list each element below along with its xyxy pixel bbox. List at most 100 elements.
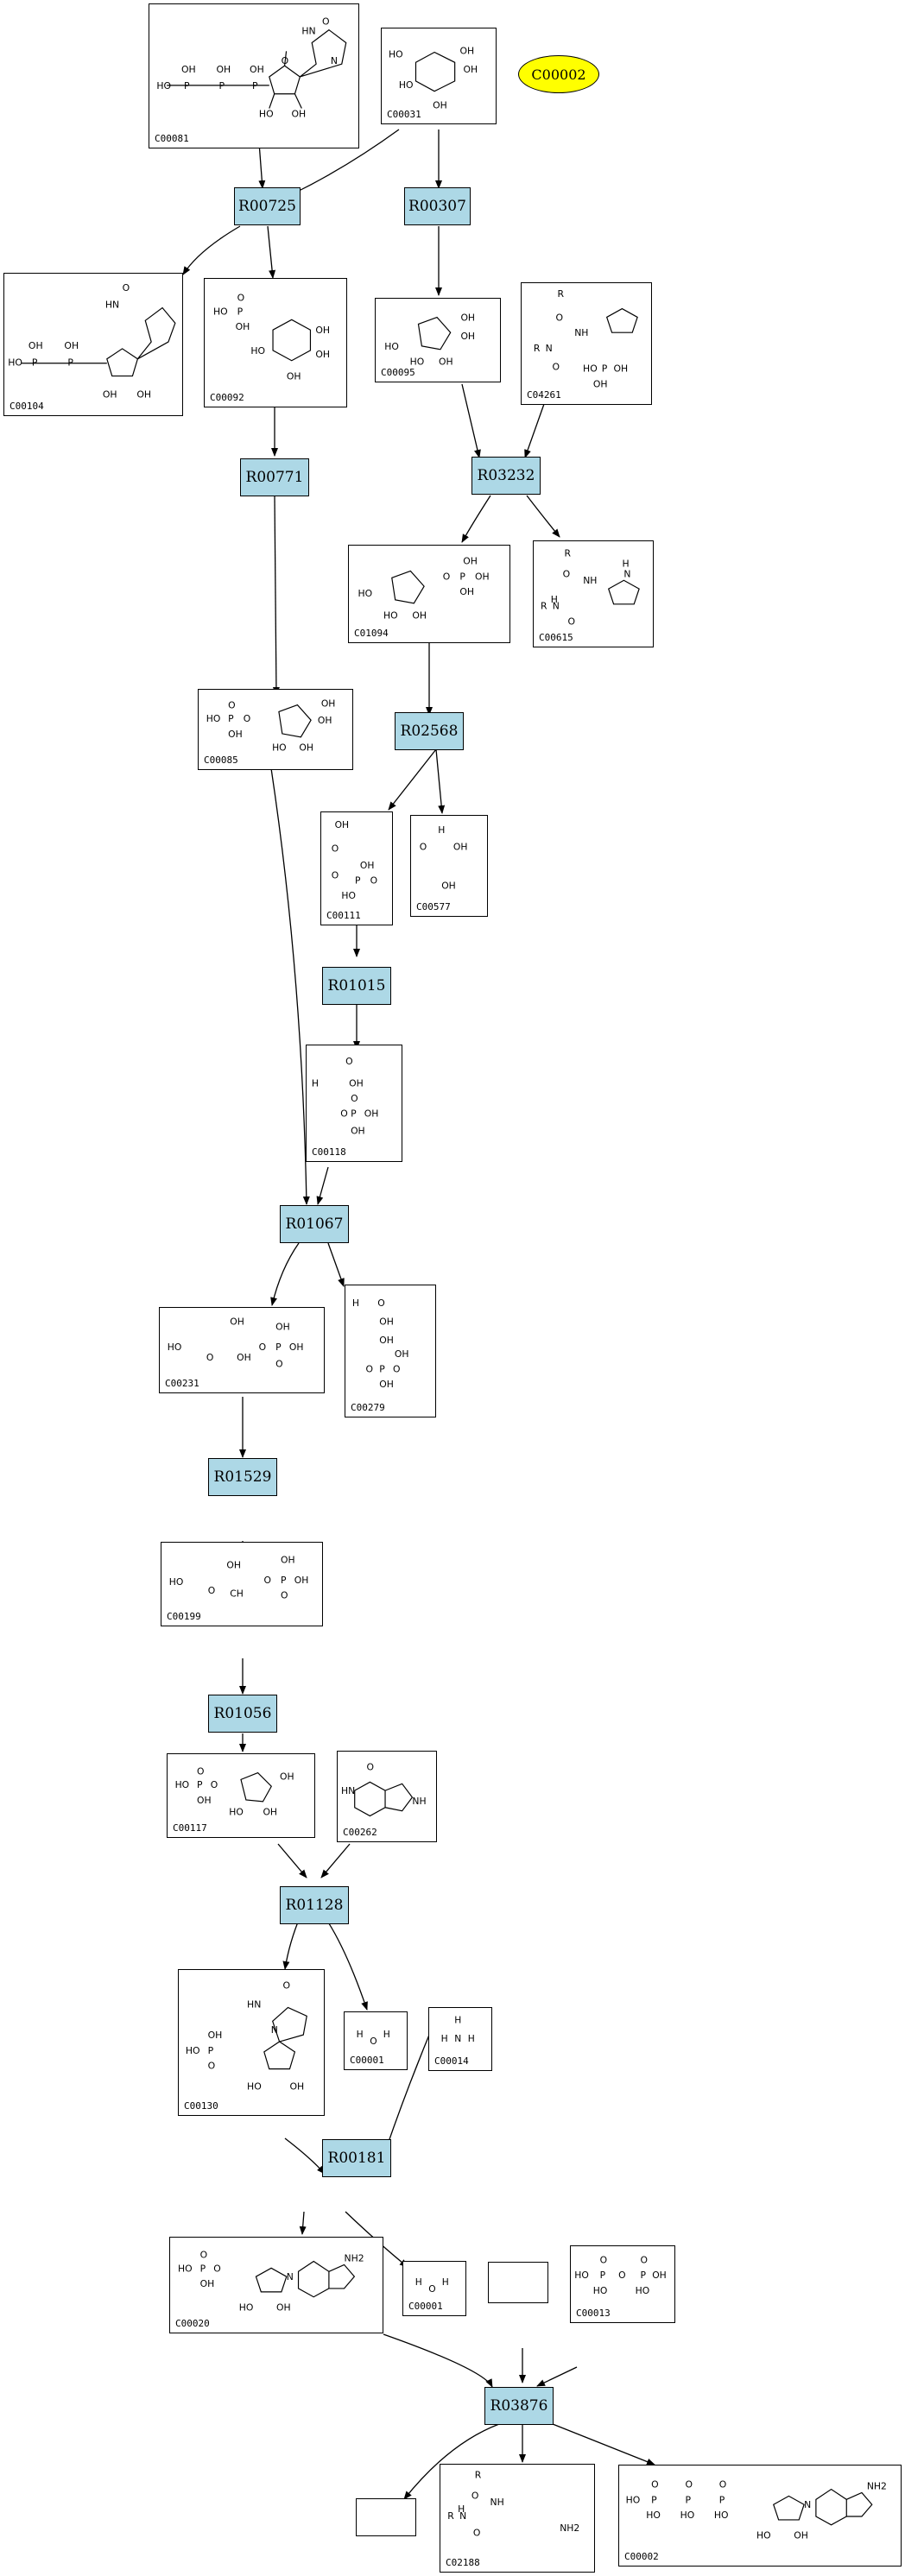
svg-text:OH: OH	[593, 378, 608, 389]
edge	[182, 225, 241, 275]
svg-text:OH: OH	[250, 64, 264, 75]
svg-text:O: O	[719, 2479, 727, 2491]
svg-text:OH: OH	[351, 1125, 365, 1136]
compound-C00199[interactable]: OH OH HO O P OH O CH O C00199	[161, 1542, 323, 1626]
compound-placeholder-top[interactable]	[488, 2262, 548, 2303]
compound-C00118[interactable]: O H OH O P OH O OH C00118	[306, 1045, 402, 1162]
compound-C00262[interactable]: O HN NH C00262	[337, 1751, 437, 1842]
compound-C00001-a[interactable]: H O H C00001	[344, 2011, 408, 2070]
svg-text:OH: OH	[103, 388, 117, 400]
svg-text:OH: OH	[289, 2080, 304, 2092]
compound-C00104[interactable]: OH OH HO P P OH OH HN O C00104	[3, 273, 183, 416]
reaction-R03876[interactable]: R03876	[484, 2387, 554, 2425]
svg-text:O: O	[420, 841, 427, 852]
molecule-structure: R O NH R H N O NH2	[447, 2470, 579, 2539]
compound-id: C00577	[416, 901, 451, 912]
svg-text:P: P	[641, 2270, 647, 2281]
reaction-R01015[interactable]: R01015	[322, 967, 391, 1005]
reaction-R01067[interactable]: R01067	[280, 1205, 349, 1243]
compound-id: C00081	[155, 133, 189, 144]
molecule-structure: O HO P OH OH OH HO OH	[213, 293, 330, 382]
edge	[524, 403, 545, 458]
svg-text:OH: OH	[460, 312, 475, 323]
compound-C00279[interactable]: H O OH OH OH O P O OH C00279	[345, 1285, 436, 1417]
svg-text:OH: OH	[276, 2301, 291, 2313]
svg-text:O: O	[428, 2283, 435, 2295]
reaction-R02568[interactable]: R02568	[395, 712, 464, 750]
compound-C00111[interactable]: OH O OH O P O HO C00111	[320, 811, 393, 925]
compound-C00092[interactable]: O HO P OH OH OH HO OH C00092	[204, 278, 347, 407]
compound-C00001-b[interactable]: H O H C00001	[402, 2261, 466, 2316]
compound-C00095[interactable]: HO OH OH HO OH C00095	[375, 298, 501, 382]
svg-text:H: H	[468, 2033, 475, 2044]
svg-text:HO: HO	[168, 1342, 182, 1353]
edge	[536, 2366, 578, 2387]
svg-text:OH: OH	[208, 2030, 223, 2041]
svg-text:O: O	[443, 571, 451, 582]
edge	[267, 225, 276, 279]
compound-C00130[interactable]: OH HO P O HO OH HN O N C00130	[178, 1969, 325, 2116]
svg-text:OH: OH	[280, 1771, 294, 1782]
svg-text:HO: HO	[593, 2285, 608, 2296]
compound-C00615[interactable]: R O NH H N R H N O C00615	[533, 540, 654, 647]
svg-text:OH: OH	[236, 321, 250, 332]
reaction-R03232[interactable]: R03232	[471, 457, 541, 495]
reaction-R00725[interactable]: R00725	[234, 187, 301, 225]
molecule-structure: O HO P O OH OH HO OH	[175, 1766, 294, 1818]
svg-text:P: P	[275, 1342, 282, 1353]
svg-text:OH: OH	[360, 860, 375, 871]
svg-text:O: O	[283, 1980, 291, 1992]
svg-text:P: P	[208, 2045, 214, 2056]
compound-C00031[interactable]: HO OH OH HO OH C00031	[381, 28, 497, 124]
reaction-R00771[interactable]: R00771	[240, 458, 309, 496]
svg-text:N: N	[623, 568, 630, 579]
svg-text:O: O	[377, 1297, 385, 1309]
compound-placeholder-bottom[interactable]	[356, 2498, 416, 2536]
svg-text:N: N	[553, 601, 560, 612]
compound-C00085[interactable]: O HO P O OH OH OH HO OH C00085	[198, 689, 353, 770]
compound-C02188[interactable]: R O NH R H N O NH2 C02188	[440, 2464, 595, 2573]
svg-text:O: O	[366, 1364, 374, 1375]
molecule-structure: H O OH OH OH O P O OH	[352, 1297, 409, 1390]
reaction-R00181[interactable]: R00181	[322, 2139, 391, 2177]
svg-text:P: P	[281, 1575, 287, 1586]
svg-text:H: H	[352, 1297, 359, 1309]
compound-C00014[interactable]: H H N H C00014	[428, 2007, 492, 2071]
svg-text:O: O	[651, 2479, 659, 2491]
reaction-R01128[interactable]: R01128	[280, 1886, 349, 1924]
svg-text:OH: OH	[136, 388, 151, 400]
compound-C01094[interactable]: HO OH O P OH OH HO OH C01094	[348, 545, 510, 643]
compound-C00002-oval[interactable]: C00002	[518, 55, 599, 93]
compound-C00013[interactable]: O O HO P O P OH HO HO C00013	[570, 2245, 675, 2323]
svg-text:O: O	[600, 2255, 607, 2266]
reaction-R01056[interactable]: R01056	[208, 1695, 277, 1733]
compound-C04261[interactable]: R O NH R N O HO P OH OH C04261	[521, 282, 652, 405]
compound-C00081[interactable]: OH OH OH HO P P P O OH HO HN N O C00081	[149, 3, 359, 148]
compound-C00020[interactable]: O HO P O OH N NH2 HO OH C00020	[169, 2237, 383, 2333]
svg-text:O: O	[345, 1056, 353, 1067]
edge	[270, 1242, 300, 1306]
svg-text:O: O	[200, 2250, 208, 2261]
svg-text:HO: HO	[178, 2263, 193, 2274]
reaction-R01529[interactable]: R01529	[208, 1458, 277, 1496]
svg-text:O: O	[197, 1766, 204, 1777]
svg-text:HO: HO	[583, 363, 598, 375]
compound-C00117[interactable]: O HO P O OH OH HO OH C00117	[167, 1753, 315, 1838]
svg-text:O: O	[618, 2270, 625, 2281]
svg-text:P: P	[218, 80, 225, 92]
svg-text:HO: HO	[389, 48, 403, 60]
svg-text:OH: OH	[349, 1077, 364, 1089]
edge	[272, 495, 280, 696]
compound-C00231[interactable]: OH OH HO O P OH O OH O C00231	[159, 1307, 325, 1393]
svg-text:O: O	[567, 616, 575, 627]
svg-text:CH: CH	[230, 1588, 244, 1600]
edge	[461, 383, 481, 458]
svg-text:HO: HO	[383, 609, 398, 621]
compound-C00577[interactable]: H O OH OH C00577	[410, 815, 488, 917]
compound-id: C02188	[446, 2557, 480, 2568]
svg-text:HO: HO	[636, 2285, 650, 2296]
compound-C00002[interactable]: O O O HO P P P HO HO HO N NH2 HO OH C000…	[618, 2465, 902, 2567]
svg-text:R: R	[557, 288, 564, 300]
svg-text:R: R	[447, 2510, 454, 2522]
reaction-R00307[interactable]: R00307	[404, 187, 471, 225]
